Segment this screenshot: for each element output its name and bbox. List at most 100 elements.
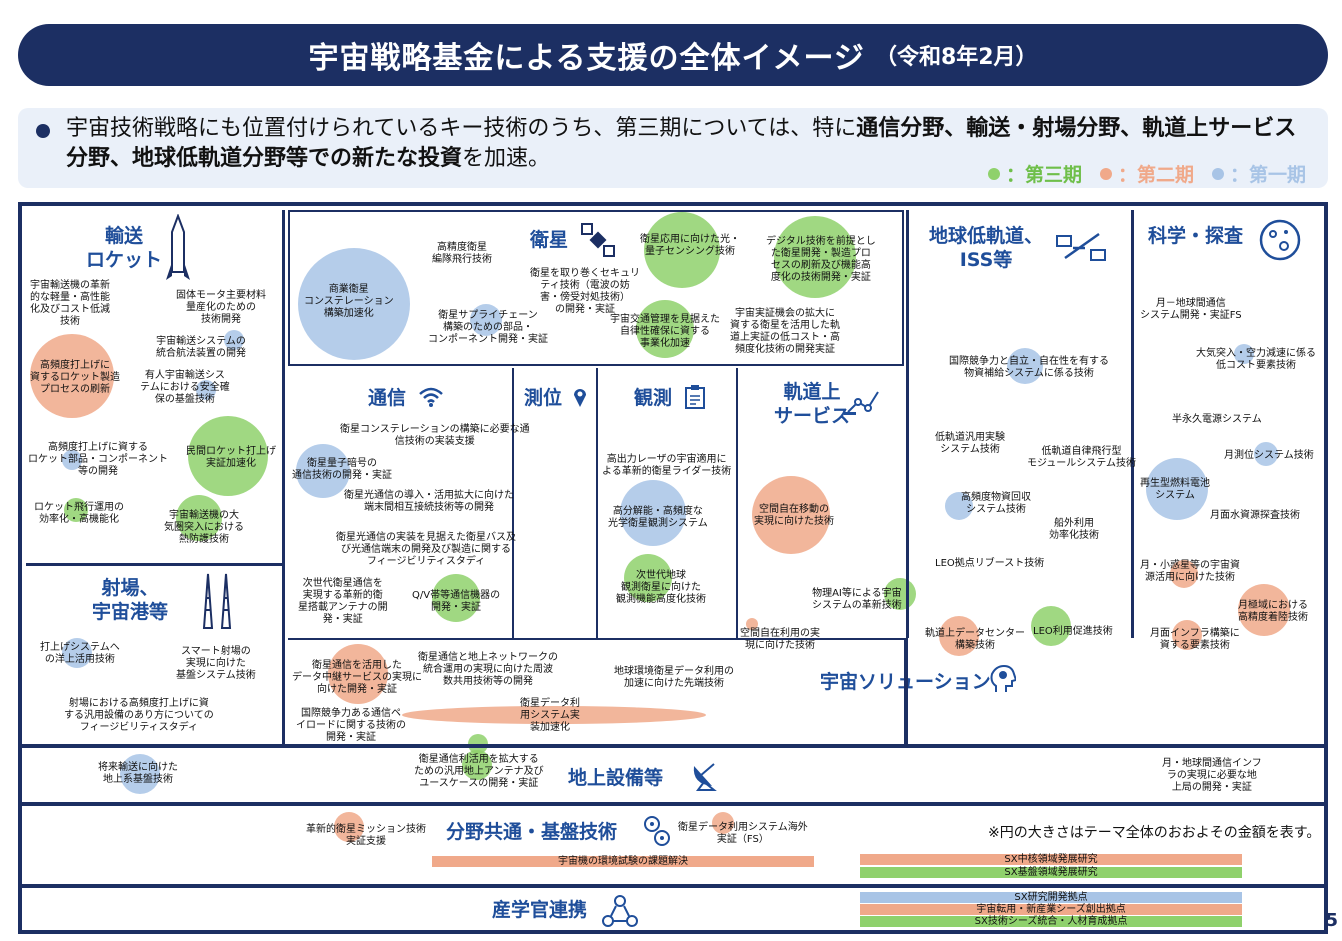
science-section: 科学・探査 月－地球間通信 システム開発・実証FS 大気突入・空力減速に係る 低… [1130,210,1324,651]
location-pin-icon [574,389,586,407]
science-title: 科学・探査 [1148,225,1244,247]
legend-third: ：第三期 [987,160,1082,187]
leo-item-2: 低軌道汎用実験 システム技術 [935,432,1005,455]
solution-section: 衛星通信を活用した データ中継サービスの実現に 向けた開発・実証 衛星通信と地上… [288,640,1016,754]
comm-item-5: 次世代衛星通信を 実現する革新的衛 星搭載アンテナの開 発・実証 [298,578,388,625]
transport-item-8: ロケット飛行運用の 効率化・高機能化 [34,502,124,525]
comm-item-6: Q/V帯等通信機器の 開発・実証 [412,590,501,613]
robot-arm-icon [844,391,879,415]
leo-title: 地球低軌道、 ISS等 [929,225,1044,271]
antenna-dish-icon [693,763,717,791]
network-people-icon [602,895,638,927]
science-item-9: 月面インフラ構築に 資する要素技術 [1150,628,1240,651]
satellite-title: 衛星 [530,229,569,251]
legend-first: ：第一期 [1211,160,1306,187]
science-item-5: 再生型燃料電池 システム [1140,478,1210,501]
ground-item-1: 将来輸送に向けた 地上系基盤技術 [98,762,178,785]
industry-section: 産学官連携 SX研究開発拠点 宇宙転用・新産業シーズ創出拠点 SX技術シーズ統合… [22,888,1324,932]
satellite-item-4: 商業衛星 コンステレーション 構築加速化 [304,284,394,319]
transport-item-5: 有人宇宙輸送シス テムにおける安全確 保の基盤技術 [140,370,230,405]
observation-section: 観測 高出力レーザの宇宙適用に よる革新的衛星ライダー技術 高分解能・高頻度な … [598,368,738,638]
common-note: ※円の大きさはテーマ全体のおおよその金額を表す。 [988,825,1321,841]
ground-section: 将来輸送に向けた 地上系基盤技術 衛星通信利活用を拡大する ための汎用地上アンテ… [22,750,1324,806]
science-item-8: 月極域における 高精度着陸技術 [1238,600,1308,623]
launch-item-1: 打上げシステムへ の洋上活用技術 [40,642,120,665]
ground-item-3: 月・地球間通信インフ ラの実現に必要な地 上局の開発・実証 [1162,758,1262,793]
positioning-section: 測位 [514,368,598,638]
divider-line [18,744,908,748]
divider-line [908,744,1328,748]
transport-item-6: 高頻度打上げに資する ロケット部品・コンポーネント 等の開発 [28,442,168,477]
observation-item-1: 高出力レーザの宇宙適用に よる革新的衛星ライダー技術 [602,454,732,477]
leo-section: 地球低軌道、 ISS等 国際競争力と自立・自在性を有する 物資補給システムに係る… [906,210,1136,656]
observation-title: 観測 [634,387,673,409]
onorbit-item-2: 物理AI等による宇宙 システムの革新技術 [812,588,902,611]
common-title: 分野共通・基盤技術 [446,821,618,843]
common-bar-3: SX基盤領域発展研究 [860,867,1242,878]
common-section: 革新的衛星ミッション技術 実証支援 分野共通・基盤技術 衛星データ利用システム海… [22,808,1324,888]
science-item-4: 月測位システム技術 [1224,450,1314,461]
onorbit-item-3: 空間自在利用の実 現に向けた技術 [740,628,820,651]
leo-item-8: LEO利用促進技術 [1033,626,1113,637]
transport-item-1: 宇宙輸送機の革新 的な軽量・高性能 化及びコスト低減 技術 [30,280,110,327]
satellite-section: 衛星 高精度衛星 編隊飛行技術 衛星応用に向けた光・ 量子センシング技術 デジタ… [288,210,904,366]
launch-item-3: 射場における高頻度打上げに資 する汎用設備のあり方についての フィージビリティス… [64,698,214,733]
industry-bar-3: SX技術シーズ統合・人材育成拠点 [860,916,1242,927]
solution-item-1: 衛星通信を活用した データ中継サービスの実現に 向けた開発・実証 [292,660,422,695]
satellite-item-3: デジタル技術を前提とし た衛星開発・製造プロ セスの刷新及び機能高 度化の技術開… [766,236,876,283]
common-item-2: 衛星データ利用システム海外 実証（FS） [678,822,808,845]
common-bar-1: 宇宙機の環境試験の課題解決 [432,856,814,867]
onorbit-section: 軌道上 サービス 空間自在移動の 実現に向けた技術 物理AI等による宇宙 システ… [738,368,916,651]
leo-item-6: LEO拠点リブースト技術 [935,558,1045,569]
leo-item-4: 高頻度物資回収 システム技術 [961,492,1031,515]
comm-item-3: 衛星光通信の導入・活用拡大に向けた 端末間相互接続技術等の開発 [344,490,514,513]
positioning-title: 測位 [524,387,563,409]
satellite-item-6: 衛星サプライチェーン 構築のための部品・ コンポーネント開発・実証 [428,310,548,345]
common-bar-2: SX中核領域発展研究 [860,854,1242,865]
ground-title: 地上設備等 [568,767,664,789]
transport-item-9: 宇宙輸送機の大 気圏突入における 熱防護技術 [164,510,244,545]
transport-item-7: 民間ロケット打上げ 実証加速化 [186,446,276,469]
head-idea-icon [990,664,1016,692]
observation-item-3: 次世代地球 観測衛星に向けた 観測機能高度化技術 [616,570,706,605]
solution-item-4: 国際競争力ある通信ペ イロードに関する技術の 開発・実証 [296,708,406,743]
satellite-item-1: 高精度衛星 編隊飛行技術 [432,242,492,265]
launch-title: 射場、 宇宙港等 [92,577,169,623]
satellite-item-5: 衛星を取り巻くセキュリ ティ技術（電波の妨 害・傍受対処技術） の開発・実証 [530,268,640,315]
legend: ：第三期 ：第二期 ：第一期 [987,160,1306,187]
common-item-1: 革新的衛星ミッション技術 実証支援 [306,824,426,847]
gears-icon [644,816,670,846]
onorbit-item-1: 空間自在移動の 実現に向けた技術 [754,504,834,527]
science-item-2: 大気突入・空力減速に係る 低コスト要素技術 [1196,348,1316,371]
leo-item-1: 国際競争力と自立・自在性を有する 物資補給システムに係る技術 [949,356,1109,379]
bullet-icon [36,124,50,138]
solution-oval [402,706,706,724]
clipboard-icon [685,385,705,409]
comm-item-1: 衛星コンステレーションの構築に必要な通 信技術の実装支援 [340,424,530,447]
industry-bar-1: SX研究開発拠点 [860,892,1242,903]
transport-item-3: 宇宙輸送システムの 統合航法装置の開発 [156,336,246,359]
comm-item-4: 衛星光通信の実装を見据えた衛星バス及 び光通信端末の開発及び製造に関する フィー… [336,532,516,567]
transport-title: 輸送 ロケット [86,225,163,271]
transport-section: 輸送 ロケット 宇宙輸送機の革新 的な軽量・高性能 化及びコスト低減 技術 固体… [26,210,285,566]
science-item-6: 月面水資源探査技術 [1210,510,1300,521]
satellite-icon [581,223,615,257]
title-bar: 宇宙戦略基金による支援の全体イメージ （令和8年2月） [18,24,1328,86]
space-station-icon [1056,232,1106,261]
onorbit-title: 軌道上 サービス [774,381,851,427]
page-title: 宇宙戦略基金による支援の全体イメージ [308,41,865,76]
science-item-7: 月・小惑星等の宇宙資 源活用に向けた技術 [1140,560,1240,583]
science-item-1: 月－地球間通信 システム開発・実証FS [1140,298,1242,321]
moon-icon [1259,219,1301,261]
launch-item-2: スマート射場の 実現に向けた 基盤システム技術 [176,646,256,681]
page-number: 5 [1325,910,1338,931]
wifi-icon [419,387,443,407]
industry-bar-2: 宇宙転用・新産業シーズ創出拠点 [860,904,1242,915]
intro-text: 宇宙技術戦略にも位置付けられているキー技術のうち、第三期については、特に通信分野… [66,116,1297,171]
observation-item-2: 高分解能・高頻度な 光学衛星観測システム [608,506,708,529]
divider-line [904,638,908,748]
ground-item-2: 衛星通信利活用を拡大する ための汎用地上アンテナ及び ユースケースの開発・実証 [414,754,544,789]
science-item-3: 半永久電源システム [1172,414,1262,425]
leo-item-3: 低軌道自律飛行型 モジュールシステム技術 [1027,446,1136,469]
title-date: （令和8年2月） [874,45,1038,70]
